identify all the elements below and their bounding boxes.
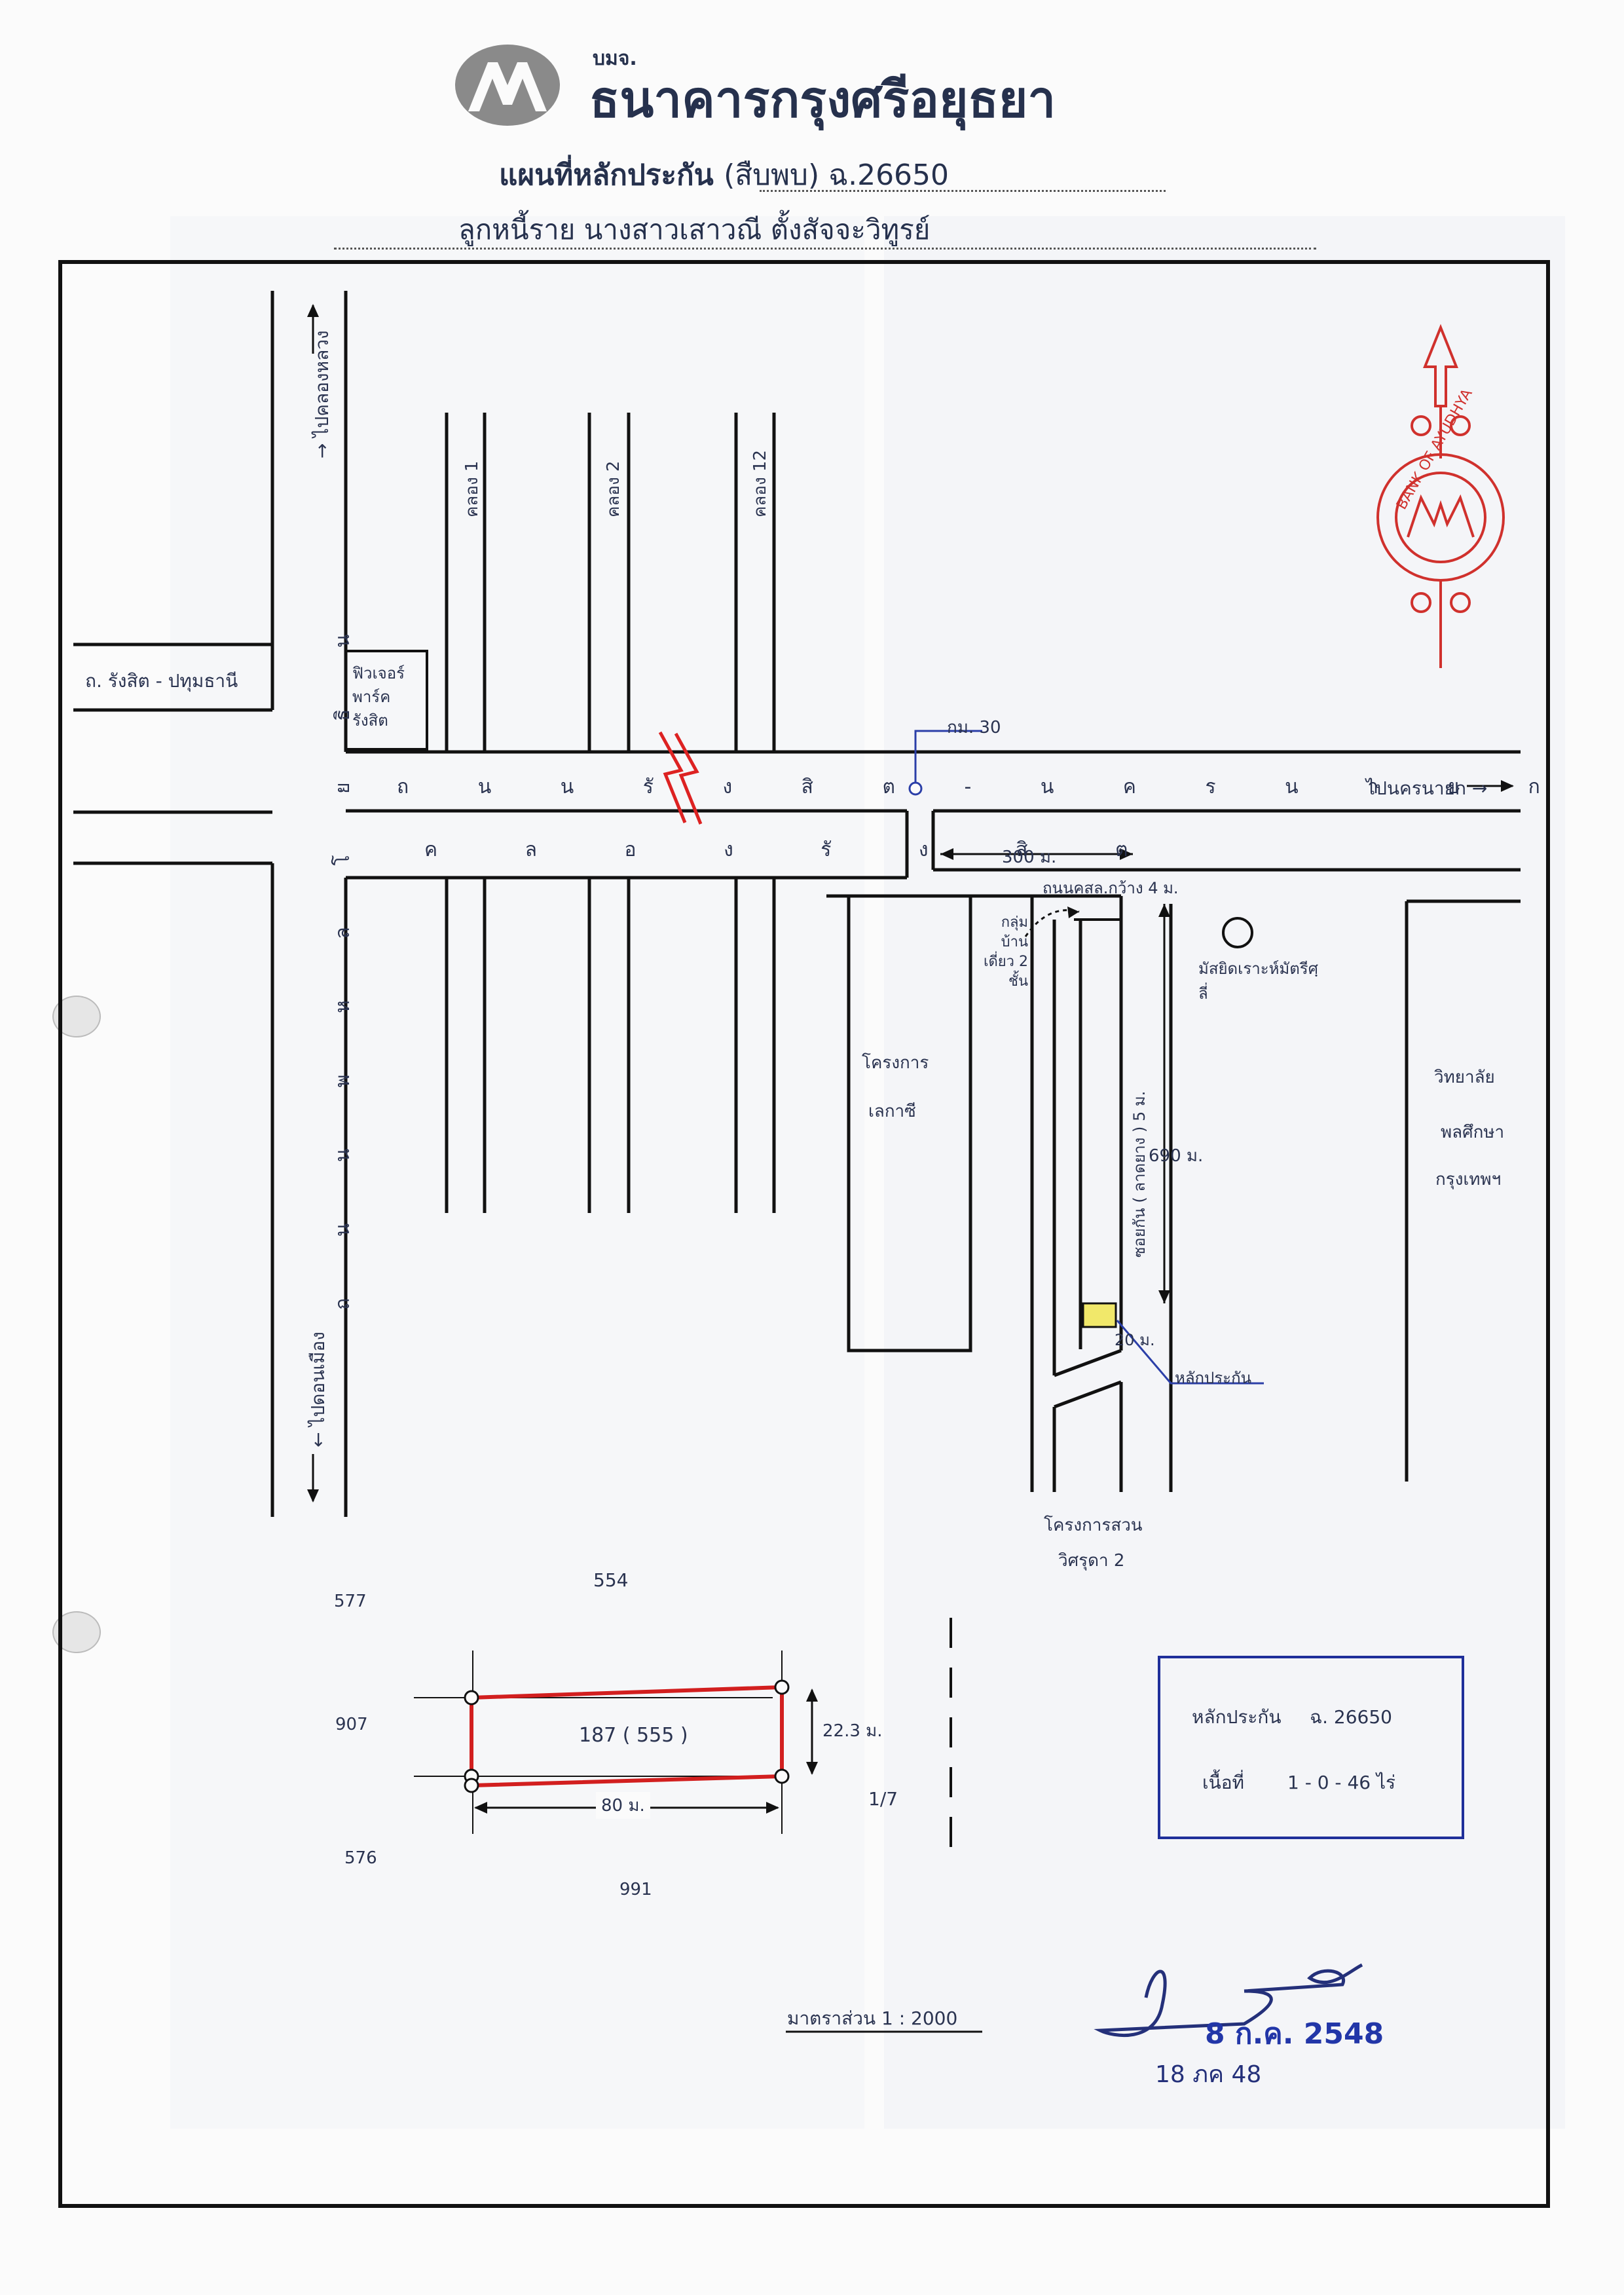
signature-scribble	[1094, 1963, 1363, 2038]
parcel-length-arrow-left	[474, 1802, 487, 1814]
label-main-road: ถ น น รั ง สิ ต - น ค ร น า ย ก	[397, 775, 1572, 798]
collateral-pointer	[1116, 1320, 1264, 1385]
info-collateral-label: หลักประกัน	[1192, 1706, 1282, 1728]
dist-300-arrowhead-left	[940, 848, 953, 860]
label-collateral: หลักประกัน	[1175, 1369, 1252, 1387]
label-to-khlong-luang: ไปคลองหลวง →	[311, 330, 333, 458]
label-canal-2: คลอง 2	[604, 460, 623, 517]
bank-abbreviation: บมจ.	[593, 47, 637, 70]
label-km-marker: กม. 30	[947, 718, 1001, 737]
parcel-corner-sw2	[464, 1778, 479, 1793]
label-college-2: พลศึกษา	[1441, 1123, 1505, 1142]
label-canal-12: คลอง 12	[750, 450, 770, 517]
mosque-icon	[1222, 917, 1253, 948]
label-parcel-side-mark: 1/7	[868, 1788, 898, 1810]
label-rangsit-pathum-road: ถ. รังสิต - ปทุมธานี	[85, 670, 238, 692]
label-to-don-mueang: ← ไปดอนเมือง	[307, 1332, 329, 1447]
arrow-to-khlong-luang-head	[307, 304, 319, 317]
collateral-marker	[1082, 1302, 1117, 1328]
label-dist-300: 300 ม.	[1002, 848, 1057, 867]
bank-seal	[1376, 324, 1505, 668]
label-to-nakhon-nayok: ไปนครนายก →	[1366, 777, 1488, 799]
parcel-length-arrow-right	[766, 1802, 779, 1814]
road-break-mark	[658, 731, 687, 823]
info-collateral-value: ฉ. 26650	[1310, 1706, 1392, 1728]
label-soi: ซอยกัน ( ลาดยาง ) 5 ม.	[1130, 1091, 1149, 1258]
label-legacy-project-2: เลกาซี	[868, 1102, 916, 1121]
arrow-to-don-mueang-head	[307, 1489, 319, 1502]
document-title: แผนที่หลักประกัน (สืบพบ) ฉ.26650	[499, 152, 949, 198]
show-through-right	[884, 216, 1565, 2129]
bank-logo-icon	[455, 45, 560, 126]
km-marker-pointer	[914, 730, 982, 789]
label-parcel-width: 22.3 ม.	[822, 1721, 883, 1741]
label-parcel-577: 577	[334, 1592, 367, 1611]
label-college-3: กรุงเทพฯ	[1435, 1170, 1502, 1189]
label-concrete-road: ถนนคสล.กว้าง 4 ม.	[1043, 879, 1179, 897]
label-mosque: มัสยิดเราะห์มัตรีศฺลี่	[1198, 960, 1318, 1003]
label-parcel-576: 576	[344, 1848, 377, 1868]
document-title-main: แผนที่หลักประกัน	[499, 159, 714, 192]
label-legacy-project-1: โครงการ	[862, 1053, 929, 1073]
dist-690-arrowhead-bottom	[1158, 1290, 1170, 1303]
show-through-left	[170, 216, 864, 2129]
label-dist-20: 20 ม.	[1115, 1331, 1155, 1349]
label-parcel-554: 554	[593, 1569, 629, 1591]
future-park-building	[344, 650, 428, 751]
parcel-corner-ne	[774, 1679, 790, 1695]
legacy-project-block	[847, 894, 972, 1353]
document-title-suffix: (สืบพบ) ฉ.26650	[724, 159, 950, 192]
label-house-group: กลุ่ม บ้านเดี่ยว 2 ชั้น	[983, 914, 1028, 990]
label-suan-project-2: วิศรุดา 2	[1058, 1551, 1125, 1571]
label-parcel-number: 187 ( 555 )	[579, 1724, 688, 1747]
info-area-label: เนื้อที่	[1202, 1772, 1244, 1793]
handwritten-date: 18 ภค 48	[1155, 2061, 1262, 2088]
label-parcel-907: 907	[335, 1715, 368, 1734]
debtor-line: ลูกหนี้ราย นางสาวเสาวณี ตั้งสัจจะวิทูรย์	[458, 214, 931, 246]
dist-300-arrowhead-right	[1120, 848, 1133, 860]
km-marker-icon	[908, 781, 923, 796]
dist-690-arrowhead-top	[1158, 904, 1170, 917]
label-parcel-length: 80 ม.	[596, 1792, 650, 1819]
date-stamp: 8 ก.ค. 2548	[1205, 2017, 1384, 2051]
info-area-value: 1 - 0 - 46 ไร่	[1287, 1772, 1396, 1793]
soi-branch-1	[1054, 1349, 1122, 1377]
parcel-width-arrow-bottom	[806, 1762, 818, 1775]
parcel-corner-nw	[464, 1690, 479, 1706]
label-parcel-991: 991	[619, 1880, 652, 1899]
label-suan-project-1: โครงการสวน	[1044, 1516, 1143, 1535]
road-break-mark-2	[674, 732, 703, 825]
arrow-to-nakhon-nayok-head	[1501, 780, 1514, 792]
label-canal-1: คลอง 1	[462, 460, 482, 517]
label-future-park: ฟิวเจอร์ พาร์ค รังสิต	[352, 664, 405, 730]
label-rangsit-canal: ค ล อ ง รั ง สิ ต	[424, 838, 1169, 861]
parcel-corner-se	[774, 1768, 790, 1784]
house-group-arrowhead	[1067, 906, 1079, 918]
info-box-frame	[1158, 1656, 1464, 1839]
soi-branch-2	[1054, 1380, 1122, 1409]
label-college-1: วิทยาลัย	[1434, 1068, 1495, 1087]
title-underline	[760, 190, 1166, 192]
parcel-width-arrow-top	[806, 1689, 818, 1702]
map-frame	[58, 260, 1550, 2208]
map-scale: มาตราส่วน 1 : 2000	[787, 2007, 958, 2029]
bank-name: ธนาคารกรุงศรีอยุธยา	[589, 70, 1056, 128]
label-dist-690: 690 ม.	[1149, 1146, 1204, 1166]
debtor-underline	[334, 248, 1316, 250]
